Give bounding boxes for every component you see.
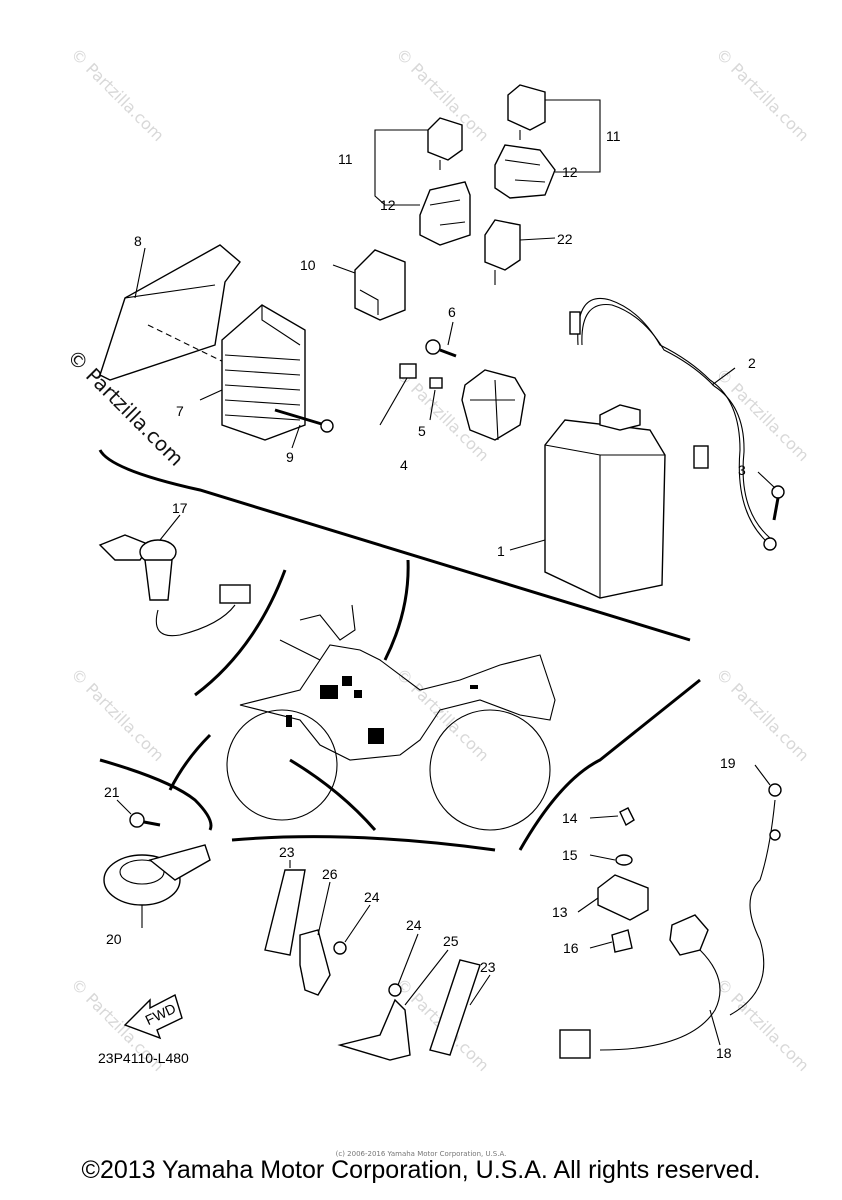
callout-7: 7 [176,403,184,419]
callout-13: 13 [552,904,568,920]
callout-3: 3 [738,462,746,478]
callout-25: 25 [443,933,459,949]
callout-6: 6 [448,304,456,320]
bolt-21 [129,812,161,828]
callout-9: 9 [286,449,294,465]
callout-11-left: 11 [338,151,353,167]
callout-19: 19 [720,755,736,771]
callout-11-right: 11 [606,128,621,144]
rectifier-regulator [221,304,306,441]
watermark-text: © Partzilla.com [712,44,813,145]
leader-lines [116,99,776,1046]
diagram-code: 23P4110-L480 [98,1050,189,1066]
relay-holder-12-left [419,181,471,246]
callout-26: 26 [322,866,338,882]
callout-10: 10 [300,257,316,273]
footrest-right [337,959,481,1061]
callout-22: 22 [557,231,573,247]
callout-18: 18 [716,1045,732,1061]
rectifier-cover [99,244,241,381]
callout-12-left: 12 [380,197,396,213]
relay-10 [354,249,406,321]
callout-14: 14 [562,810,578,826]
callout-20: 20 [106,931,122,947]
tiny-copyright: (c) 2006-2016 Yamaha Motor Corporation, … [335,1150,507,1158]
callout-5: 5 [418,423,426,439]
callout-24-right: 24 [406,917,422,933]
watermark-text: © Partzilla.com [67,44,168,145]
callout-labels: 1 2 3 4 5 6 7 8 9 10 11 11 12 12 13 14 1… [104,128,756,1061]
horn [103,844,211,906]
bolt-6 [425,339,457,358]
callout-23-right: 23 [480,959,496,975]
battery-cable [569,298,777,551]
callout-2: 2 [748,355,756,371]
watermark-text: © Partzilla.com [712,664,813,765]
starter-relay-assembly [399,363,526,441]
callout-17: 17 [172,500,188,516]
battery [544,404,666,599]
callout-15: 15 [562,847,578,863]
footer-copyright: ©2013 Yamaha Motor Corporation, U.S.A. A… [81,1156,761,1184]
watermark-text: © Partzilla.com [712,364,813,465]
callout-21: 21 [104,784,120,800]
relay-11-left [427,117,463,170]
section-dividers [98,449,701,852]
callout-24-left: 24 [364,889,380,905]
relay-11-right [507,84,546,140]
watermark-text: © Partzilla.com [67,664,168,765]
bolt-3 [771,485,785,521]
callout-8: 8 [134,233,142,249]
motorcycle-locator [226,604,556,831]
callout-4: 4 [400,457,408,473]
callout-16: 16 [563,940,579,956]
power-socket [98,534,251,637]
sensor-harness [559,783,782,1059]
relay-22 [484,219,521,285]
callout-23-left: 23 [279,844,295,860]
callout-12-right: 12 [562,164,578,180]
bolt-9 [274,408,334,433]
forward-arrow: FWD [123,993,183,1040]
footrest-left [264,869,347,996]
relay-holder-12-right [494,144,556,199]
callout-1: 1 [497,543,505,559]
